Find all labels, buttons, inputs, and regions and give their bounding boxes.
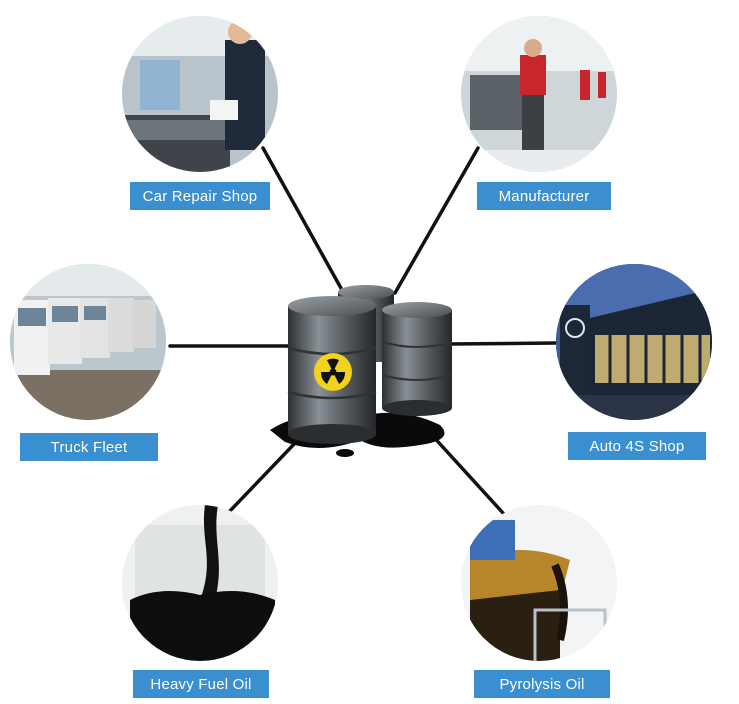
connector-manufacturer bbox=[393, 146, 480, 295]
car-dealership-photo bbox=[556, 264, 712, 420]
label-pyrolysis-oil: Pyrolysis Oil bbox=[474, 670, 610, 698]
connector-heavy-fuel bbox=[226, 438, 300, 515]
label-car-repair-shop: Car Repair Shop bbox=[130, 182, 270, 210]
label-truck-fleet: Truck Fleet bbox=[20, 433, 158, 461]
label-manufacturer: Manufacturer bbox=[477, 182, 611, 210]
connector-lines bbox=[168, 146, 558, 515]
oil-beaker-pour-photo bbox=[461, 505, 617, 661]
black-oil-pour-photo bbox=[122, 505, 278, 661]
connector-pyrolysis bbox=[428, 431, 505, 515]
connector-auto-4s bbox=[448, 341, 558, 346]
connector-car-repair bbox=[261, 146, 344, 292]
label-auto-4s-shop: Auto 4S Shop bbox=[568, 432, 706, 460]
label-heavy-fuel-oil: Heavy Fuel Oil bbox=[133, 670, 269, 698]
truck-fleet-photo bbox=[10, 264, 166, 420]
oil-barrels-radioactive-icon bbox=[270, 285, 453, 457]
engine-factory-photo bbox=[461, 16, 617, 172]
car-repair-photo bbox=[122, 16, 278, 172]
